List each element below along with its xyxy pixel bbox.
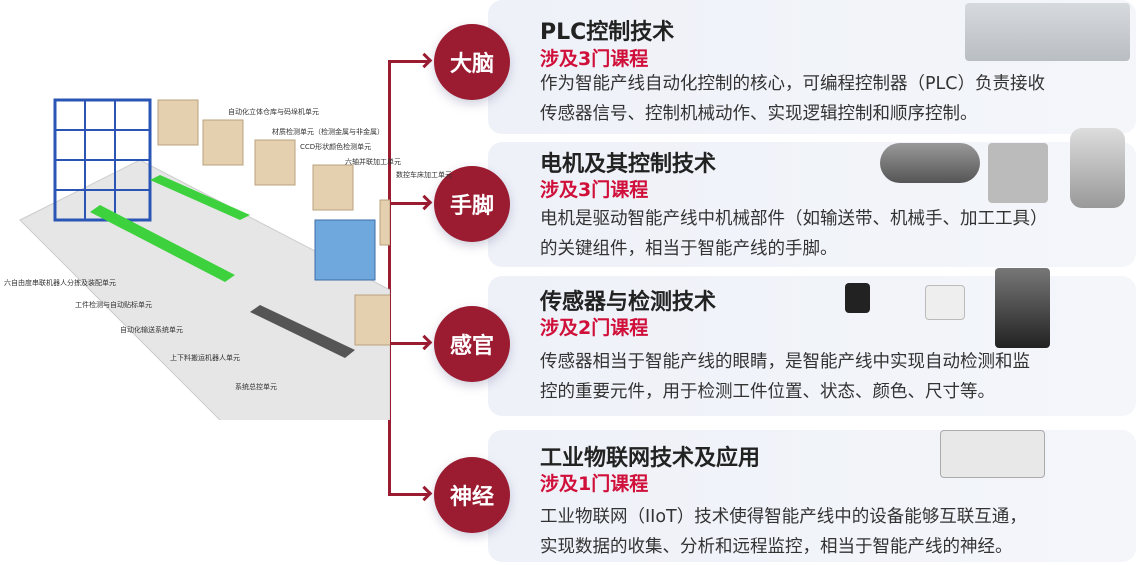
arrow-icon [388, 493, 428, 496]
gripper-image [988, 143, 1048, 203]
arrow-icon [388, 202, 428, 205]
section-description: 工业物联网（IIoT）技术使得智能产线中的设备能够互联互通，实现数据的收集、分析… [540, 507, 1027, 557]
arrow-icon [388, 60, 428, 63]
photo-sensor-image [845, 283, 870, 313]
section-title: PLC控制技术 [540, 20, 675, 45]
plc-device-image [965, 3, 1130, 61]
factory-label: 工件检测与自动贴标单元 [75, 301, 152, 309]
camera-sensor-image [995, 268, 1050, 348]
factory-label: 自动化立体仓库与码垛机单元 [228, 108, 319, 116]
course-count: 涉及3门课程 [540, 179, 649, 201]
proximity-sensor-image [925, 285, 965, 320]
section-description: 电机是驱动智能产线中机械部件（如输送带、机械手、加工工具）的关键组件，相当于智能… [540, 209, 1048, 259]
section-description: 传感器相当于智能产线的眼睛，是智能产线中实现自动检测和监控的重要元件，用于检测工… [540, 352, 1030, 402]
cylinder-image [880, 143, 980, 183]
factory-label: CCD形状颜色检测单元 [300, 143, 372, 151]
badge-limbs: 手脚 [434, 166, 510, 242]
badge-nerves: 神经 [434, 457, 510, 533]
production-line-illustration: 自动化立体仓库与码垛机单元 材质检测单元（检测金属与非金属） CCD形状颜色检测… [0, 90, 452, 441]
iot-gateway-image [940, 430, 1045, 478]
badge-senses: 感官 [434, 306, 510, 382]
factory-floor-drawing [19, 98, 394, 441]
arrow-icon [388, 342, 428, 345]
factory-label: 材质检测单元（检测金属与非金属） [272, 128, 384, 136]
factory-label: 系统总控单元 [235, 383, 277, 391]
factory-label: 上下料搬运机器人单元 [170, 354, 240, 362]
course-count: 涉及3门课程 [540, 48, 649, 70]
course-count: 涉及2门课程 [540, 317, 649, 339]
factory-label: 六轴并联加工单元 [345, 158, 401, 166]
factory-label: 数控车床加工单元 [396, 171, 452, 179]
section-title: 电机及其控制技术 [540, 152, 717, 177]
section-title: 工业物联网技术及应用 [540, 446, 761, 471]
course-count: 涉及1门课程 [540, 473, 649, 495]
connector-line [388, 60, 391, 496]
factory-label: 六自由度串联机器人分拣及装配单元 [4, 279, 116, 287]
factory-label: 自动化输送系统单元 [120, 326, 183, 334]
section-description: 作为智能产线自动化控制的核心，可编程控制器（PLC）负责接收传感器信号、控制机械… [540, 74, 1046, 124]
section-title: 传感器与检测技术 [540, 290, 717, 315]
badge-brain: 大脑 [434, 24, 510, 100]
robot-arm-image [1070, 128, 1125, 208]
